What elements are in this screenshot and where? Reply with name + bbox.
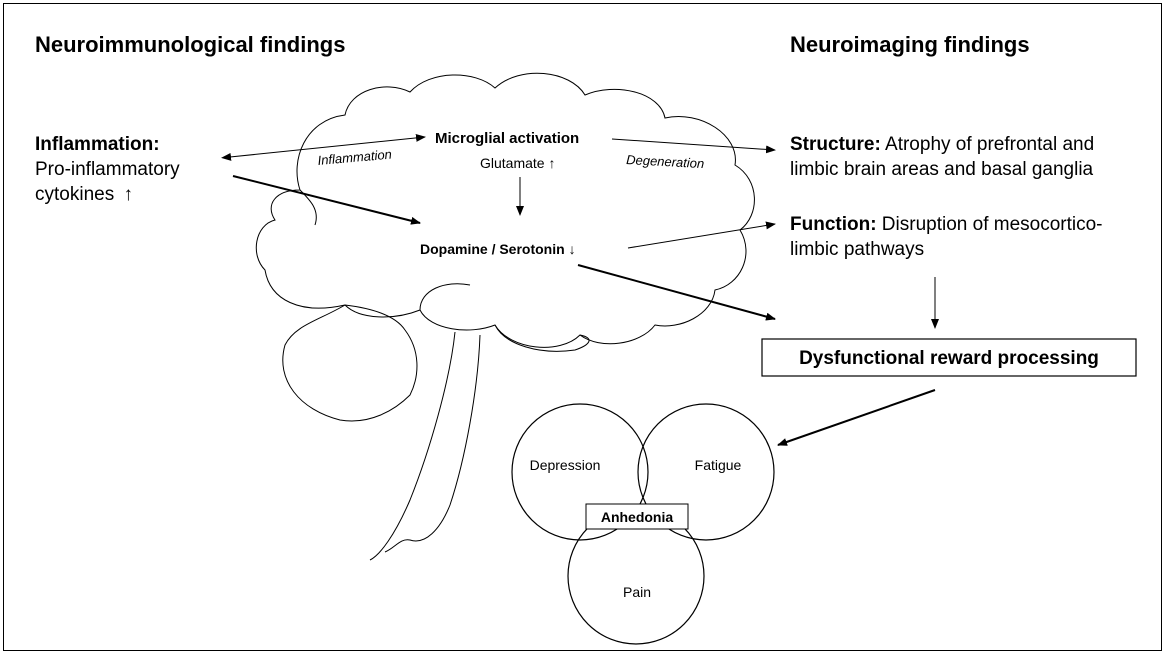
- structure-line1: Atrophy of prefrontal and: [881, 134, 1094, 155]
- arrow-dopamine-reward: [577, 264, 776, 321]
- cytokine-up-arrow-icon: ↑: [123, 184, 133, 205]
- svg-text:Function: Disruption of mesoco: Function: Disruption of mesocortico-: [790, 214, 1103, 235]
- function-label: Function:: [790, 214, 877, 235]
- function-line1: Disruption of mesocortico-: [877, 214, 1103, 235]
- structure-line2: limbic brain areas and basal ganglia: [790, 159, 1094, 180]
- edge-label-degeneration: Degeneration: [626, 152, 705, 171]
- figure-frame: [3, 3, 1162, 651]
- dopamine-down-arrow-icon: ↓: [569, 241, 576, 257]
- heading-neuroimmunological: Neuroimmunological findings: [35, 32, 345, 57]
- arrow-microglia-structure: [611, 138, 776, 154]
- venn-circle-depression: [511, 403, 649, 541]
- heading-neuroimaging: Neuroimaging findings: [790, 32, 1030, 57]
- venn-label-depression: Depression: [530, 457, 601, 473]
- function-line2: limbic pathways: [790, 239, 924, 260]
- microglial-activation-label: Microglial activation: [435, 130, 579, 147]
- svg-text:Glutamate ↑: Glutamate ↑: [480, 155, 555, 171]
- venn-label-fatigue: Fatigue: [695, 457, 742, 473]
- structure-label: Structure:: [790, 134, 881, 155]
- glutamate-label: Glutamate: [480, 155, 545, 171]
- inflammation-label: Inflammation:: [35, 134, 160, 155]
- inflammation-line1: Pro-inflammatory: [35, 159, 180, 180]
- anhedonia-box: [585, 503, 689, 530]
- edge-label-inflammation: Inflammation: [317, 147, 392, 168]
- inflammation-line2: cytokines: [35, 184, 114, 205]
- dopamine-serotonin-label: Dopamine / Serotonin: [420, 241, 565, 257]
- arrow-cytokines-dopamine: [232, 175, 421, 225]
- venn-label-anhedonia: Anhedonia: [601, 509, 674, 525]
- svg-text:Dopamine / Serotonin ↓: Dopamine / Serotonin ↓: [420, 241, 576, 257]
- arrows: [221, 133, 939, 446]
- reward-processing-box: [761, 338, 1137, 377]
- venn-label-pain: Pain: [623, 584, 651, 600]
- glutamate-up-arrow-icon: ↑: [548, 155, 555, 171]
- svg-text:Structure: Atrophy of prefront: Structure: Atrophy of prefrontal and: [790, 134, 1094, 155]
- reward-processing-label: Dysfunctional reward processing: [799, 348, 1099, 369]
- svg-text:cytokines ↑: cytokines ↑: [35, 184, 133, 205]
- venn-circle-fatigue: [637, 403, 775, 541]
- arrow-inflammation-microglia: [221, 133, 426, 161]
- arrow-dopamine-function: [627, 221, 776, 249]
- venn-diagram: Depression Fatigue Pain Anhedonia: [511, 403, 775, 645]
- arrow-reward-venn: [777, 389, 936, 446]
